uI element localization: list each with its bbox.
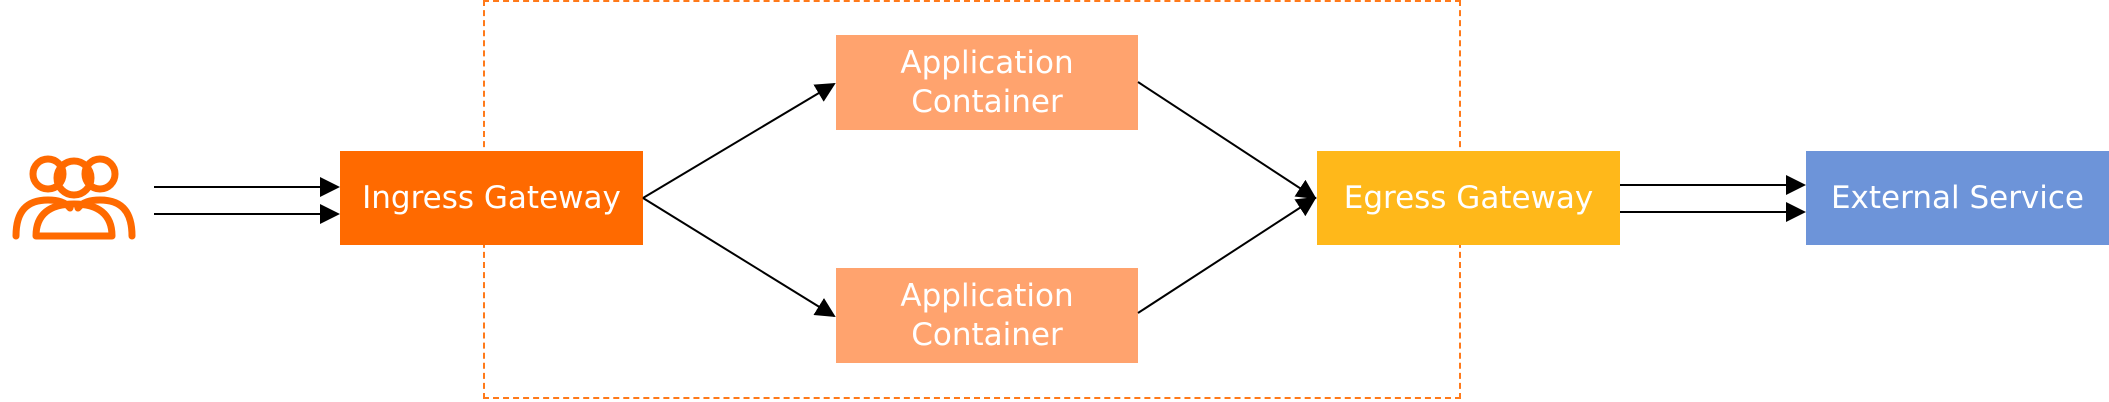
application-container-label-bottom: Application Container: [900, 277, 1074, 353]
application-container-box-top: Application Container: [836, 35, 1138, 130]
users-icon: [12, 155, 136, 240]
application-container-box-bottom: Application Container: [836, 268, 1138, 363]
ingress-gateway-box: Ingress Gateway: [340, 151, 643, 245]
application-container-label-top: Application Container: [900, 44, 1074, 120]
egress-gateway-box: Egress Gateway: [1317, 151, 1620, 245]
egress-gateway-label: Egress Gateway: [1343, 179, 1594, 216]
ingress-gateway-label: Ingress Gateway: [362, 179, 621, 216]
users-icon-stroke: [12, 155, 136, 240]
external-service-box: External Service: [1806, 151, 2109, 245]
external-service-label: External Service: [1830, 179, 2085, 216]
